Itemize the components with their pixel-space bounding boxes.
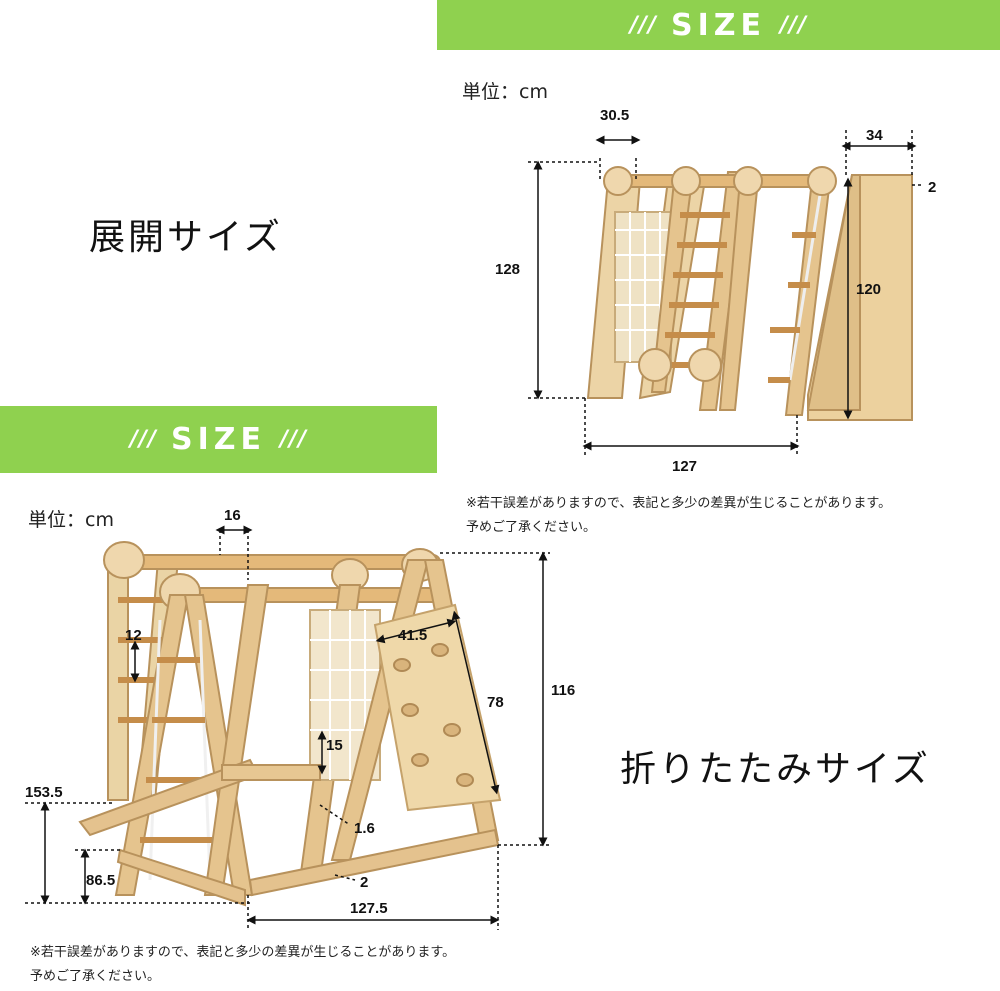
- banner-title: SIZE: [670, 7, 766, 43]
- expanded-dimension-lines: [528, 130, 924, 455]
- banner-slashes-right: ///: [280, 427, 308, 452]
- banner-slashes-left: ///: [629, 12, 657, 38]
- dim-top-width-left: 30.5: [600, 107, 629, 124]
- dim-bottom-bar-spacing: 16: [224, 507, 241, 524]
- dim-top-slide-length: 120: [856, 281, 881, 298]
- note-top-line2: 予めご了承ください。: [466, 520, 597, 535]
- dim-bottom-net-spacing: 15: [326, 737, 343, 754]
- dim-top-depth: 127: [672, 458, 697, 475]
- unit-label-bottom: 単位：cm: [28, 509, 114, 531]
- dim-bottom-board-length: 78: [487, 694, 504, 711]
- dim-bottom-width: 127.5: [350, 900, 388, 917]
- dim-bottom-base-depth: 86.5: [86, 872, 115, 889]
- dim-top-width-slide: 34: [866, 127, 883, 144]
- size-banner-top: /// SIZE ///: [437, 0, 1000, 50]
- folded-dimension-lines: [25, 525, 550, 930]
- dim-bottom-board-width: 41.5: [398, 627, 427, 644]
- dim-bottom-rung-spacing: 12: [125, 627, 142, 644]
- dim-top-height: 128: [495, 261, 520, 278]
- note-bottom-line2: 予めご了承ください。: [30, 969, 161, 984]
- heading-expanded-size: 展開サイズ: [89, 217, 283, 258]
- unit-label-top: 単位：cm: [462, 81, 548, 103]
- banner-slashes-right: ///: [780, 12, 808, 38]
- size-banner-bottom: /// SIZE ///: [0, 406, 437, 473]
- folded-playset-illustration: [78, 541, 502, 907]
- dim-bottom-height: 116: [551, 682, 575, 699]
- dim-bottom-rung-diameter: 1.6: [354, 820, 375, 837]
- dim-bottom-board-thickness: 2: [360, 874, 368, 891]
- heading-folded-size: 折りたたみサイズ: [620, 749, 931, 790]
- dim-bottom-total-depth: 153.5: [25, 784, 63, 801]
- banner-title: SIZE: [170, 422, 266, 457]
- banner-slashes-left: ///: [129, 427, 157, 452]
- note-bottom-line1: ※若干誤差がありますので、表記と多少の差異が生じることがあります。: [30, 945, 456, 960]
- dim-top-slide-thickness: 2: [928, 179, 936, 196]
- note-top-line1: ※若干誤差がありますので、表記と多少の差異が生じることがあります。: [466, 496, 892, 511]
